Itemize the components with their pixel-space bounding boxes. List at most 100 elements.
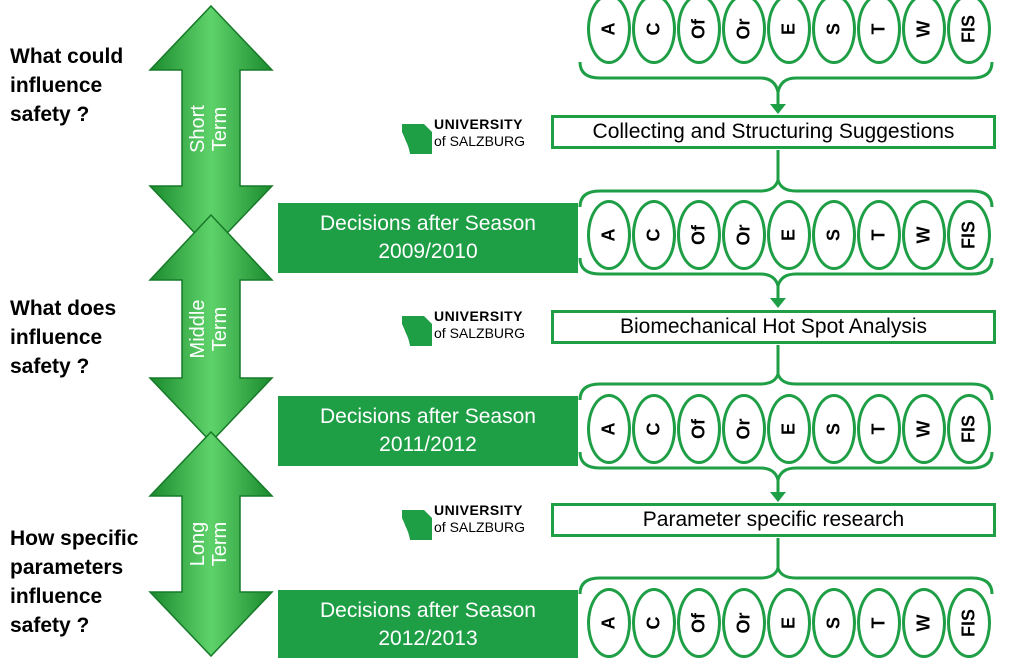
stakeholder-pill-label: Of bbox=[688, 225, 709, 245]
university-salzburg-logo: UNIVERSITY of SALZBURG bbox=[402, 502, 547, 540]
process-parameter-research: Parameter specific research bbox=[551, 503, 996, 537]
decision-title: Decisions after Season bbox=[320, 212, 536, 235]
stakeholder-pill: Or bbox=[722, 394, 766, 464]
stakeholder-pill: Or bbox=[722, 588, 766, 658]
stakeholder-pill-label: C bbox=[643, 22, 664, 36]
stakeholder-pill: C bbox=[632, 200, 676, 270]
stakeholder-pill: FIS bbox=[947, 394, 991, 464]
stakeholder-pill: T bbox=[857, 588, 901, 658]
logo-university-text: UNIVERSITY bbox=[434, 116, 524, 132]
stakeholder-pill-label: S bbox=[823, 616, 844, 630]
stakeholder-pill: A bbox=[587, 0, 631, 64]
question-line: safety ? bbox=[10, 355, 90, 378]
decision-box-2011-2012: Decisions after Season 2011/2012 bbox=[278, 396, 578, 466]
stakeholder-pill: FIS bbox=[947, 200, 991, 270]
logo-university-text: UNIVERSITY bbox=[434, 502, 524, 518]
salzburg-logo-icon bbox=[402, 124, 432, 154]
short-term-label: Short Term bbox=[187, 89, 235, 169]
stakeholder-pill: E bbox=[767, 0, 811, 64]
question-line: influence bbox=[10, 585, 103, 608]
stakeholder-pill: W bbox=[902, 200, 946, 270]
stakeholder-pill: S bbox=[812, 0, 856, 64]
university-salzburg-logo: UNIVERSITY of SALZBURG bbox=[402, 308, 547, 346]
stakeholder-pill: W bbox=[902, 0, 946, 64]
stakeholder-pill: T bbox=[857, 0, 901, 64]
stakeholder-pill-label: E bbox=[778, 22, 799, 36]
stakeholder-pill-label: FIS bbox=[958, 14, 979, 44]
term-line: Term bbox=[209, 306, 231, 352]
stakeholder-pill: A bbox=[587, 394, 631, 464]
decision-box-2009-2010: Decisions after Season 2009/2010 bbox=[278, 203, 578, 273]
stakeholder-pill: T bbox=[857, 200, 901, 270]
question-line: What does bbox=[10, 297, 117, 320]
stakeholder-pill: E bbox=[767, 394, 811, 464]
question-line: safety ? bbox=[10, 614, 90, 637]
term-line: Term bbox=[209, 106, 231, 152]
logo-salzburg-text: of SALZBURG bbox=[434, 133, 526, 149]
stakeholder-pill: Or bbox=[722, 0, 766, 64]
stakeholder-pill-label: Of bbox=[688, 613, 709, 633]
question-line: parameters bbox=[10, 556, 124, 579]
stakeholder-pill-label: W bbox=[913, 420, 934, 438]
stakeholder-pill-label: S bbox=[823, 228, 844, 242]
stakeholder-pill: C bbox=[632, 588, 676, 658]
stakeholder-pill-label: A bbox=[598, 22, 619, 36]
stakeholder-pill: Of bbox=[677, 200, 721, 270]
stakeholder-pill-label: Or bbox=[733, 418, 754, 440]
stakeholder-pill: Of bbox=[677, 588, 721, 658]
stakeholder-pill-label: FIS bbox=[958, 414, 979, 444]
stakeholder-pill-label: S bbox=[823, 22, 844, 36]
question-long-term: How specific parameters influence safety… bbox=[10, 524, 138, 640]
stakeholder-pill: FIS bbox=[947, 0, 991, 64]
stakeholder-pill: E bbox=[767, 200, 811, 270]
stakeholder-pill: Of bbox=[677, 394, 721, 464]
stakeholder-pill-label: E bbox=[778, 228, 799, 242]
stakeholder-pill: C bbox=[632, 394, 676, 464]
process-label: Parameter specific research bbox=[642, 508, 905, 531]
stakeholder-pill-label: FIS bbox=[958, 608, 979, 638]
long-term-label: Long Term bbox=[187, 504, 235, 584]
stakeholder-pill: FIS bbox=[947, 588, 991, 658]
decision-title: Decisions after Season bbox=[320, 599, 536, 622]
question-line: influence bbox=[10, 326, 103, 349]
university-salzburg-logo: UNIVERSITY of SALZBURG bbox=[402, 116, 547, 154]
stakeholder-pill: W bbox=[902, 588, 946, 658]
stakeholder-pill-label: Or bbox=[733, 224, 754, 246]
question-middle-term: What does influence safety ? bbox=[10, 294, 116, 381]
stakeholder-pill-label: A bbox=[598, 422, 619, 436]
logo-university-text: UNIVERSITY bbox=[434, 308, 524, 324]
stakeholder-pill-label: W bbox=[913, 226, 934, 244]
process-collecting-suggestions: Collecting and Structuring Suggestions bbox=[551, 115, 996, 149]
process-hot-spot-analysis: Biomechanical Hot Spot Analysis bbox=[551, 310, 996, 344]
process-label: Collecting and Structuring Suggestions bbox=[592, 120, 955, 143]
stakeholder-pill: E bbox=[767, 588, 811, 658]
term-line: Middle bbox=[187, 299, 209, 359]
stakeholder-pill-label: T bbox=[868, 423, 889, 435]
stakeholder-pill-label: E bbox=[778, 616, 799, 630]
term-line: Short bbox=[187, 105, 209, 153]
term-line: Term bbox=[209, 521, 231, 567]
middle-term-label: Middle Term bbox=[187, 284, 235, 374]
pill-row-1: A C Of Or E S T W FIS bbox=[587, 0, 997, 64]
stakeholder-pill-label: W bbox=[913, 614, 934, 632]
stakeholder-pill-label: Or bbox=[733, 18, 754, 40]
stakeholder-pill-label: T bbox=[868, 617, 889, 629]
term-line: Long bbox=[187, 521, 209, 567]
question-line: What could bbox=[10, 45, 124, 68]
stakeholder-pill: S bbox=[812, 200, 856, 270]
stakeholder-pill: A bbox=[587, 200, 631, 270]
stakeholder-pill-label: A bbox=[598, 228, 619, 242]
stakeholder-pill: T bbox=[857, 394, 901, 464]
stakeholder-pill-label: Of bbox=[688, 19, 709, 39]
decision-box-2012-2013: Decisions after Season 2012/2013 bbox=[278, 590, 578, 658]
decision-season: 2011/2012 bbox=[379, 433, 477, 456]
stakeholder-pill-label: T bbox=[868, 23, 889, 35]
stakeholder-pill-label: S bbox=[823, 422, 844, 436]
salzburg-logo-icon bbox=[402, 510, 432, 540]
stakeholder-pill: A bbox=[587, 588, 631, 658]
stakeholder-pill: Or bbox=[722, 200, 766, 270]
decision-title: Decisions after Season bbox=[320, 405, 536, 428]
